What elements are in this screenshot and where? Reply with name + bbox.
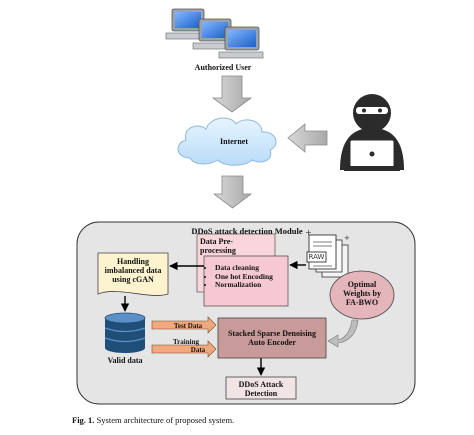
hacker-icon: [340, 94, 404, 171]
internet-label: Internet: [220, 137, 248, 146]
ssdae-line-2: Auto Encoder: [248, 338, 296, 347]
arrow-hacker-to-internet: [287, 123, 328, 153]
test-data-label: Test Data: [173, 322, 203, 330]
handling-line-2: imbalanced data: [104, 266, 162, 275]
prep-title-line-1: Data Pre-: [200, 237, 233, 246]
optimal-line-3: FA-BWO: [345, 298, 379, 307]
computer-icon: [218, 26, 264, 59]
arrow-internet-to-module: [212, 175, 253, 209]
module-title: DDoS attack detection Module: [191, 226, 303, 236]
prep-item: Normalization: [215, 280, 290, 290]
computer-icon: [165, 8, 209, 40]
handling-line-1: Handling: [116, 257, 149, 266]
computer-icon: [192, 18, 236, 50]
test-data-arrow: [151, 316, 217, 334]
cloud-icon: [177, 117, 277, 166]
figure-label: Fig. 1.: [72, 415, 95, 425]
prep-item: One hot Encoding: [215, 272, 290, 282]
detection-box: [225, 376, 297, 400]
svg-text:+: +: [344, 234, 350, 242]
prep-front-box: [203, 255, 289, 307]
arrow-optimal-to-ssdae: [327, 319, 359, 348]
optimal-line-1: Optimal: [347, 280, 377, 289]
raw-file-icon: + +: [305, 228, 350, 278]
figure-caption: Fig. 1. System architecture of proposed …: [72, 415, 234, 425]
training-line-1: Training: [173, 338, 199, 346]
detection-line-2: Detection: [244, 389, 278, 398]
prep-items-list: Data cleaning One hot Encoding Normaliza…: [206, 263, 290, 290]
prep-item: Data cleaning: [215, 263, 290, 273]
optimal-line-2: Weights by: [342, 289, 381, 298]
arrow-users-to-internet: [211, 75, 253, 113]
database-icon: [104, 312, 146, 353]
training-data-arrow: [151, 340, 217, 358]
valid-data-label: Valid data: [107, 356, 143, 365]
raw-label: RAW: [308, 253, 325, 261]
authorized-user-label: Authorized User: [194, 63, 252, 72]
detection-line-1: DDoS Attack: [238, 380, 284, 389]
handling-box: [97, 252, 169, 296]
training-line-2: Data: [190, 346, 206, 354]
prep-title-line-2: processing: [200, 246, 236, 255]
optimal-weights-ellipse: [329, 270, 395, 320]
svg-text:+: +: [305, 228, 312, 237]
handling-line-3: using cGAN: [112, 275, 154, 284]
ssdae-box: [217, 317, 327, 359]
figure-caption-text: System architecture of proposed system.: [96, 415, 235, 425]
ssdae-line-1: Stacked Sparse Denoising: [227, 329, 316, 338]
